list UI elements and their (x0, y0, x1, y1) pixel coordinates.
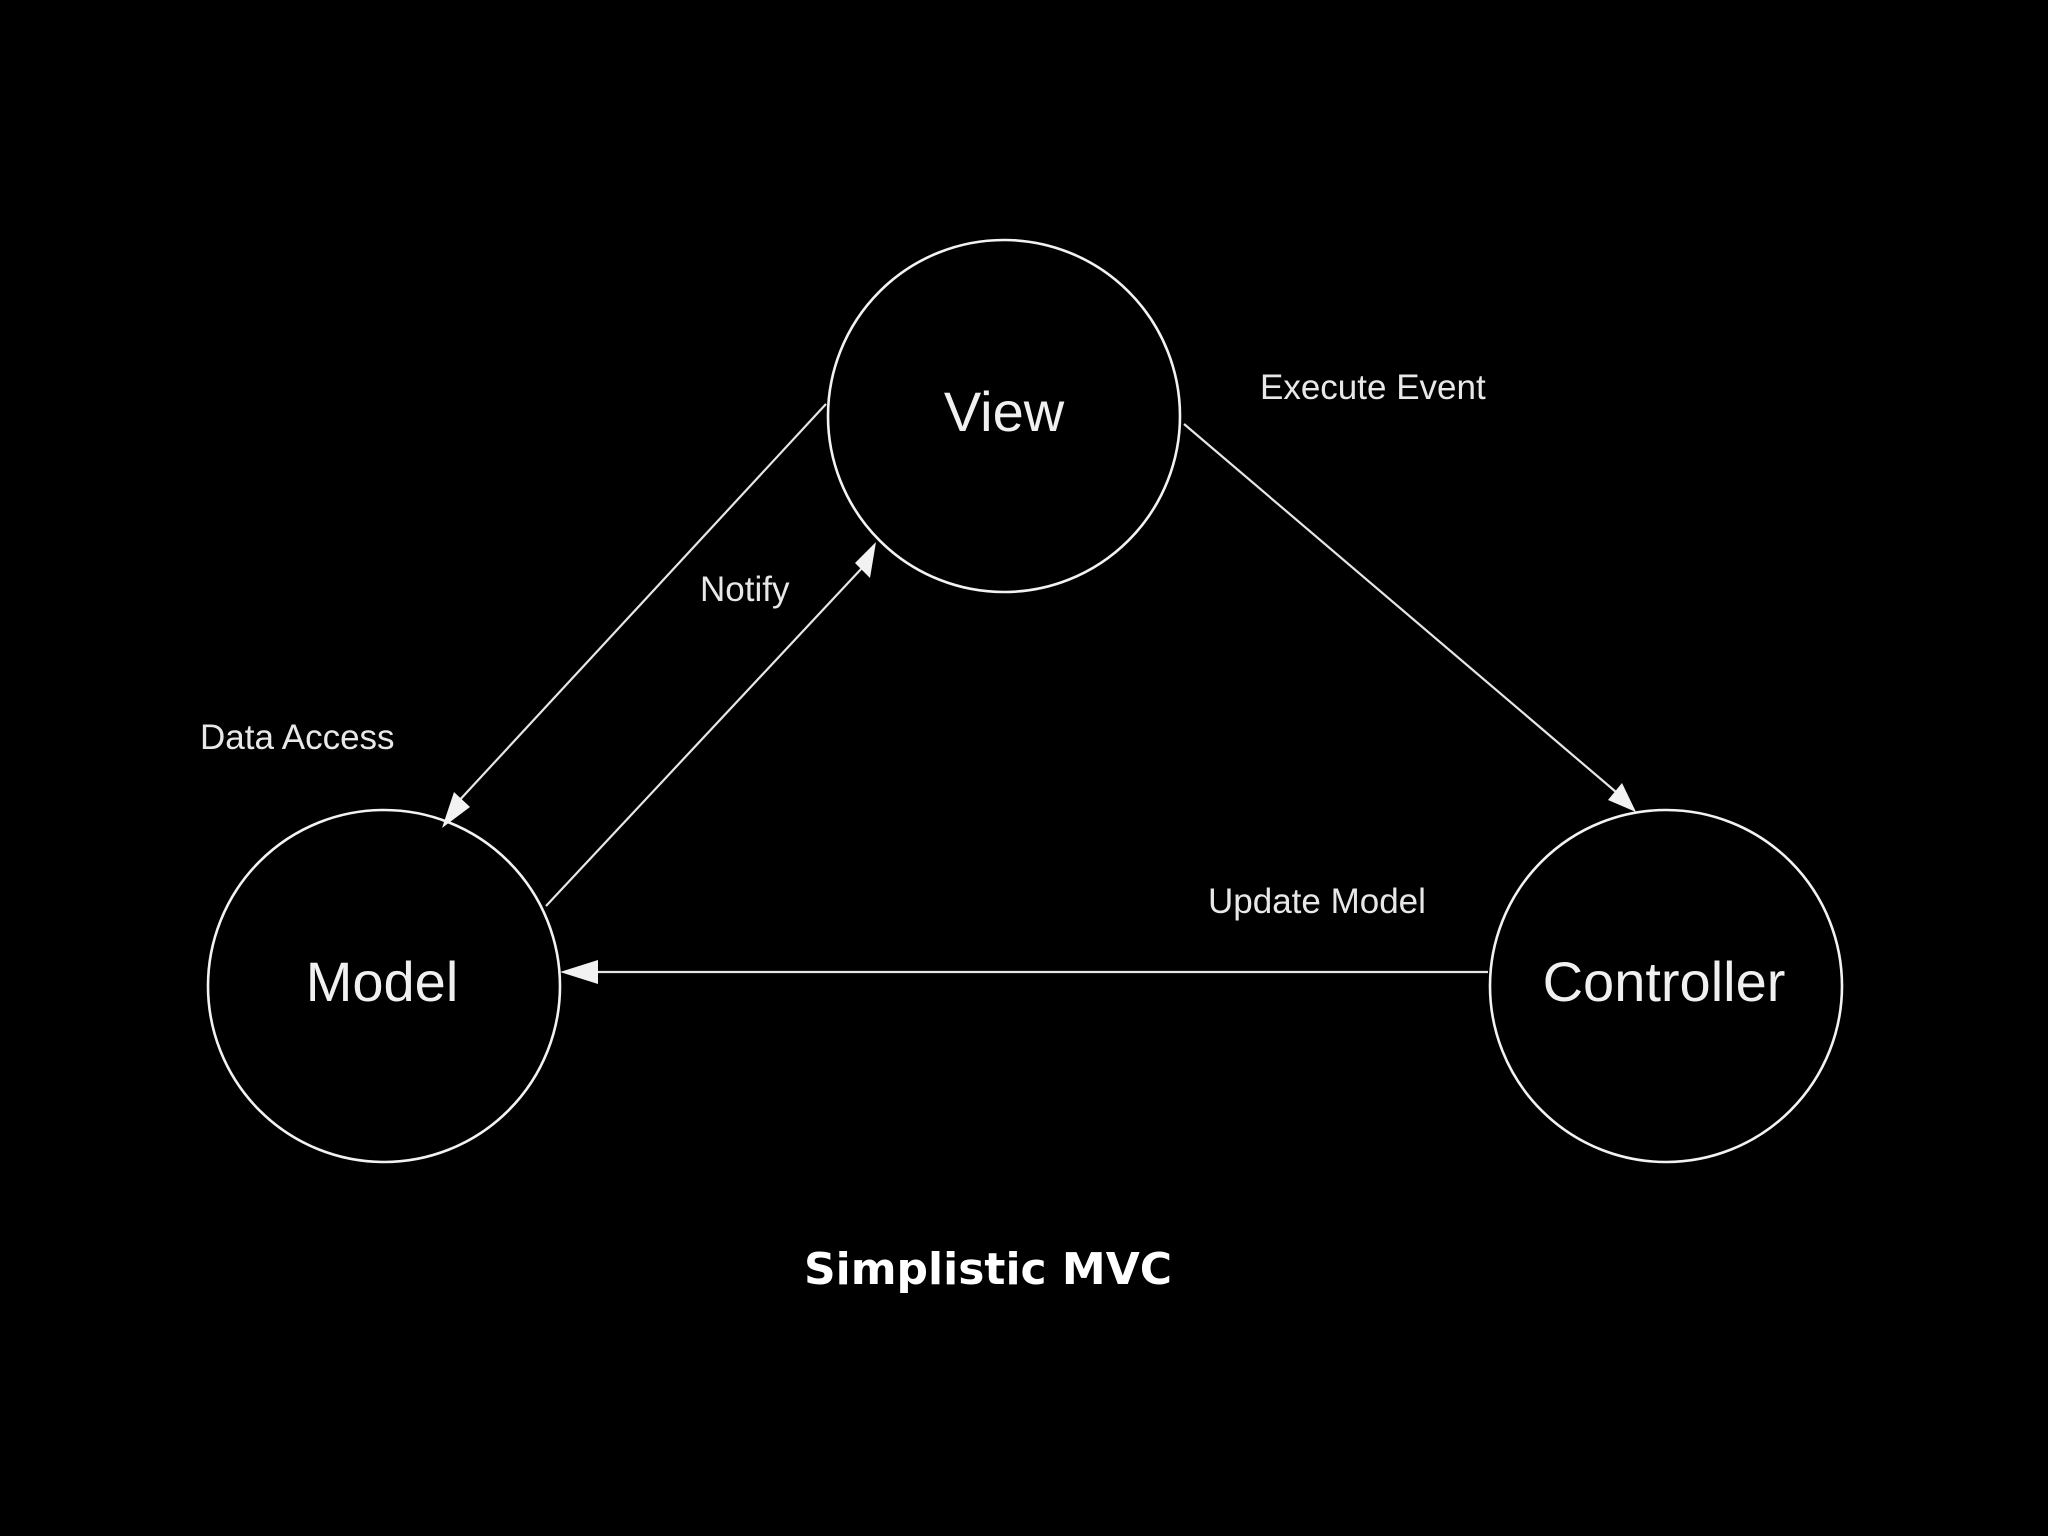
model-node: Model (206, 808, 562, 1164)
controller-node: Controller (1488, 808, 1844, 1164)
execute-event-line (1183, 423, 1617, 793)
notify-arrowhead (855, 542, 876, 578)
view-node: View (826, 238, 1182, 594)
data-access-line (455, 403, 827, 805)
data-access-arrowhead (442, 792, 470, 828)
controller-label: Controller (1543, 950, 1786, 1013)
notify-label: Notify (700, 570, 790, 609)
data-access-label: Data Access (200, 718, 395, 757)
diagram-caption: Simplistic MVC (804, 1244, 1172, 1295)
model-circle (206, 808, 562, 1164)
data-access-arrow (442, 403, 827, 828)
execute-event-label: Execute Event (1260, 368, 1486, 407)
update-model-arrow (560, 960, 1488, 984)
view-circle (826, 238, 1182, 594)
view-label: View (944, 380, 1065, 443)
controller-circle (1488, 808, 1844, 1164)
model-label: Model (306, 950, 459, 1013)
notify-arrow (545, 542, 876, 907)
update-model-arrowhead (560, 960, 598, 984)
update-model-label: Update Model (1208, 882, 1426, 921)
execute-event-arrow (1183, 423, 1636, 812)
execute-event-arrowhead (1608, 783, 1636, 812)
notify-line (545, 567, 863, 907)
